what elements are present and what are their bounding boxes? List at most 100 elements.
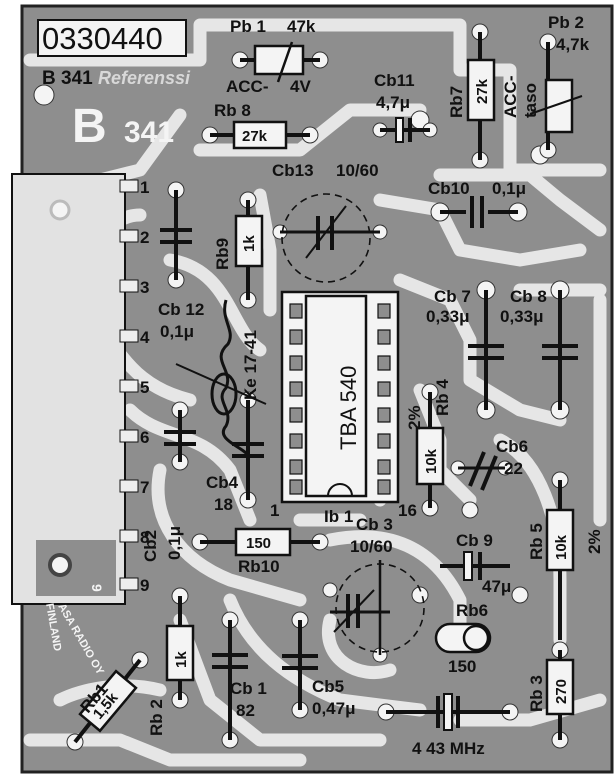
rb5-tol: 2% [585,529,604,554]
ke-coil: Ke 17-41 [175,299,267,457]
cb7-capacitor: Cb 7 0,33μ [426,287,504,410]
rb8-resistor: 27k Rb 8 [210,101,310,150]
connector-pin-2: 2 [119,228,149,247]
connector-pin-9: 9 [119,576,149,595]
serial-box [37,19,187,57]
pin-label: 7 [140,478,149,497]
acc-taso-2: taso [521,83,540,118]
cb11-ref: Cb11 [374,71,415,90]
cb13-trimmer: Cb13 10/60 [272,161,380,283]
ic-name: TBA 540 [336,366,361,450]
cb3-ref: Cb 3 [356,515,393,534]
cb9-value: 47μ [482,577,511,596]
connector-mount-hole [48,553,72,577]
pin-label: 4 [140,328,150,347]
rb4-resistor: 10k 2% Rb 4 [405,379,452,508]
cb4-value: 18 [214,495,233,514]
watermark-text: Referenssi [98,68,191,88]
pb2-potentiometer: Pb 2 4,7k ACC- taso [501,13,590,150]
rb6-value: 150 [448,657,476,676]
cb10-ref: Cb10 [428,179,470,198]
cb2-value: 0,1μ [165,526,184,560]
cb10-value: 0,1μ [492,179,526,198]
pb1-potentiometer: Pb 1 47k ACC- 4V [226,17,320,96]
board-model-label: B 341 [42,68,93,89]
pin-label: 1 [140,178,149,197]
cb8-value: 0,33μ [500,307,544,326]
connector-body [11,173,126,605]
cb9-ref: Cb 9 [456,531,493,550]
connector-pins: 1 2 3 4 5 6 7 8 9 [119,178,150,595]
cb-pin2-capacitor [160,190,192,280]
rb10-resistor: 150 Rb10 [200,527,320,576]
rb10-ref: Rb10 [238,557,280,576]
cb-pin6-capacitor [164,410,196,462]
cb1-value: 82 [236,701,255,720]
cb10-capacitor: Cb10 0,1μ [428,179,526,228]
pb1-ref: Pb 1 [230,17,266,36]
pin-label: 9 [140,576,149,595]
pin-label: 6 [140,428,149,447]
cb7-ref: Cb 7 [434,287,471,306]
rb1-resistor: 1,5k Rb1 [73,658,142,744]
cb7-value: 0,33μ [426,307,470,326]
pin-label: 8 [140,528,149,547]
connector-pin-5: 5 [119,378,149,397]
rb4-value: 10k [423,448,440,474]
ic-pin-16: 16 [398,501,417,520]
ic-pin-1: 1 [270,501,279,520]
cb9-capacitor: Cb 9 47μ [440,531,511,596]
cb1-capacitor: Cb 1 82 [212,620,267,740]
connector-pin-6: 6 [119,428,149,447]
acc-taso-1: ACC- [501,76,520,119]
pin-label: 2 [140,228,149,247]
pb2-ref: Pb 2 [548,13,584,32]
cb13-value: 10/60 [336,161,379,180]
cb12-value: 0,1μ [160,322,194,341]
rb4-tol: 2% [405,405,424,430]
cb6-ref: Cb6 [496,437,528,456]
pin-label: 3 [140,278,149,297]
rb6-trimmer: Rb6 150 [434,601,492,676]
acc-volt: 4V [290,77,311,96]
cb4-ref: Cb4 [206,473,239,492]
crystal-443mhz: 4 43 MHz [386,693,510,758]
rb2-ref: Rb 2 [147,699,166,736]
rb3-ref: Rb 3 [527,675,546,712]
cb12-ref: Cb 12 [158,300,204,319]
connector-pin-7: 7 [119,478,149,497]
rb2-resistor: 1k Rb 2 [147,596,195,736]
cb8-capacitor: Cb 8 0,33μ [500,287,578,410]
rb8-ref: Rb 8 [214,101,251,120]
rb5-ref: Rb 5 [527,523,546,560]
connector-pin9-mark: 9 [89,584,105,592]
ic-ref: Ib 1 [324,507,353,526]
pin-label: 5 [140,378,149,397]
ic-tba540: TBA 540 Ib 1 1 16 [270,290,417,526]
rb7-resistor: 27k Rb7 [447,32,496,160]
cb5-value: 0,47μ [312,699,356,718]
rb9-resistor: 1k Rb9 [213,200,264,300]
cb6-capacitor: Cb6 22 [458,437,528,491]
rb7-value: 27k [474,78,491,104]
cb5-capacitor: Cb5 0,47μ [282,620,356,718]
cb5-ref: Cb5 [312,677,344,696]
rb6-ref: Rb6 [456,601,488,620]
cb8-ref: Cb 8 [510,287,547,306]
cb4-capacitor: Cb4 18 [206,400,264,514]
rb2-value: 1k [173,651,190,668]
rb3-resistor: 270 Rb 3 [527,650,575,740]
cb3-trimmer: Cb 3 10/60 [330,515,425,655]
cb6-value: 22 [504,459,523,478]
crystal-value: 4 43 MHz [412,739,485,758]
big-b-letter: B [72,100,107,153]
rb3-value: 270 [553,679,570,704]
cb2-ref: Cb2 [141,530,160,562]
cb3-value: 10/60 [350,537,393,556]
rb9-value: 1k [241,235,258,252]
cb11-capacitor: Cb11 4,7μ [374,71,430,143]
pb1-value: 47k [287,17,316,36]
rb4-ref: Rb 4 [433,379,452,416]
connector-pin-3: 3 [119,278,149,297]
